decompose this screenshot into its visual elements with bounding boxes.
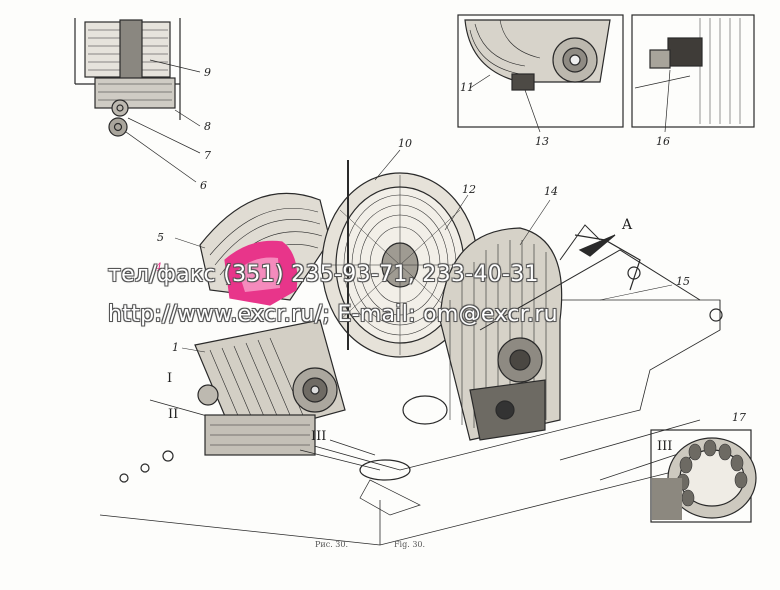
- label-part-5: 5: [157, 231, 164, 244]
- label-section-III: III: [311, 429, 327, 444]
- watermark-phone: тел/факс (351) 235-93-71, 233-40-31: [108, 262, 539, 287]
- label-part-11: 11: [460, 81, 474, 94]
- label-part-15: 15: [676, 275, 690, 288]
- label-part-1: 1: [172, 341, 179, 354]
- label-part-8: 8: [204, 120, 211, 133]
- label-part-6: 6: [200, 179, 207, 192]
- label-part-17: 17: [732, 411, 746, 424]
- figure-caption-ru: Рис. 30.: [315, 540, 349, 549]
- label-section-III-inset: III: [657, 439, 673, 454]
- label-part-14: 14: [544, 185, 558, 198]
- main-assembly: [99, 149, 723, 546]
- label-section-I: I: [167, 371, 173, 386]
- label-part-16: 16: [656, 135, 670, 148]
- label-part-7: 7: [204, 149, 211, 162]
- label-part-10: 10: [398, 137, 412, 150]
- inset-detail-top-middle: [457, 14, 624, 133]
- label-part-4: 4: [155, 261, 162, 274]
- label-arrow-a: A: [622, 217, 633, 233]
- label-part-13: 13: [535, 135, 549, 148]
- label-part-12: 12: [462, 183, 476, 196]
- inset-bearing-detail: [650, 429, 757, 523]
- inset-detail-top-left: [74, 18, 201, 183]
- label-section-II: II: [168, 407, 179, 422]
- figure-caption-en: Fig. 30.: [394, 540, 426, 549]
- inset-detail-top-right: [631, 14, 755, 133]
- watermark-url: http://www.excr.ru/; E-mail: om@excr.ru: [108, 302, 558, 327]
- label-part-9: 9: [204, 66, 211, 79]
